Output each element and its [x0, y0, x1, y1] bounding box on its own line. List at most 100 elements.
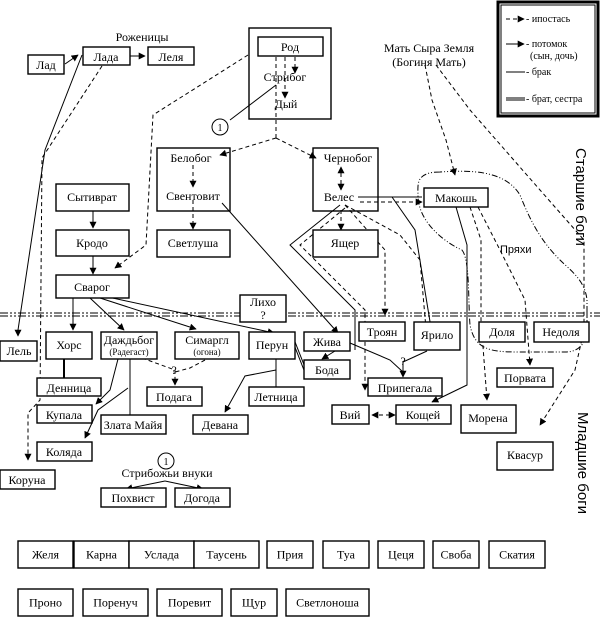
svg-text:Симаргл: Симаргл: [185, 333, 229, 347]
svg-text:- брат, сестра: - брат, сестра: [526, 94, 583, 105]
belobog-group-box: [156, 147, 231, 212]
svg-text:Бода: Бода: [315, 363, 340, 377]
svg-text:Коляда: Коляда: [46, 445, 83, 459]
bottom-node[interactable]: Карна: [73, 540, 130, 569]
bottom-node[interactable]: Поренуч: [82, 588, 149, 617]
node-yarilo[interactable]: Ярило: [413, 321, 461, 351]
svg-text:Коруна: Коруна: [9, 473, 47, 487]
node-dennitsa[interactable]: Денница: [36, 377, 102, 397]
node-kvasur[interactable]: Квасур: [496, 441, 554, 471]
bottom-node[interactable]: Таусень: [193, 540, 260, 569]
svg-text:Леля: Леля: [159, 50, 184, 64]
svg-text:Ярило: Ярило: [421, 328, 453, 342]
svg-text:Хорс: Хорс: [56, 338, 81, 352]
node-dogoda[interactable]: Догода: [174, 487, 231, 508]
svg-text:Купала: Купала: [46, 408, 83, 422]
bottom-node[interactable]: Щур: [230, 588, 278, 617]
edge-lada-lel: [14, 54, 83, 337]
bottom-node[interactable]: Цеця: [377, 540, 425, 569]
node-yascher[interactable]: Ящер: [312, 229, 379, 258]
svg-text:Лихо: Лихо: [250, 295, 276, 309]
node-zlata-maya[interactable]: Злата Майя: [100, 414, 167, 435]
node-krodo[interactable]: Кродо: [55, 229, 130, 257]
node-kupala[interactable]: Купала: [36, 404, 93, 424]
node-lelya[interactable]: Леля: [147, 46, 195, 66]
edge-rod-svarog: [114, 54, 249, 269]
younger-gods-label: Младшие боги: [574, 412, 591, 514]
node-zhiva[interactable]: Жива: [303, 331, 351, 352]
bottom-node[interactable]: Желя: [17, 540, 74, 569]
node-viy[interactable]: Вий: [331, 404, 370, 425]
svg-text:(огона): (огона): [193, 347, 220, 357]
node-svyatovit[interactable]: Свентовит: [166, 189, 221, 203]
node-devana[interactable]: Девана: [192, 414, 249, 435]
bottom-node[interactable]: Светлоноша: [285, 588, 370, 617]
node-dazhbog[interactable]: Даждьбог (Радегаст): [100, 331, 158, 360]
node-nedolya[interactable]: Недоля: [533, 321, 590, 343]
svg-text:- ипостась: - ипостась: [526, 14, 571, 25]
svg-text:Недоля: Недоля: [542, 325, 580, 339]
bottom-node-label: Туа: [337, 548, 356, 562]
legend-item-descendant: - потомок (сын, дочь): [506, 39, 578, 62]
elder-younger-divider: [0, 312, 600, 317]
node-svetlusha[interactable]: Светлуша: [156, 229, 231, 258]
node-kolyada[interactable]: Коляда: [36, 441, 93, 462]
bottom-node[interactable]: Туа: [322, 540, 370, 569]
node-svarog[interactable]: Сварог: [55, 274, 130, 299]
node-khors[interactable]: Хорс: [45, 331, 93, 360]
bottom-node[interactable]: Услада: [128, 540, 195, 569]
node-koschey[interactable]: Кощей: [395, 404, 452, 425]
bottom-node[interactable]: Проно: [17, 588, 74, 617]
svg-text:1: 1: [164, 457, 169, 468]
node-rod[interactable]: Род: [257, 36, 324, 57]
node-troyan[interactable]: Троян: [358, 321, 406, 342]
node-boda[interactable]: Бода: [303, 359, 351, 380]
node-dolya[interactable]: Доля: [478, 321, 526, 343]
node-sytivrat[interactable]: Сытиврат: [55, 183, 130, 212]
node-makosh[interactable]: Макошь: [423, 187, 489, 208]
node-lad[interactable]: Лад: [27, 54, 65, 75]
bottom-node[interactable]: Скатия: [488, 540, 546, 569]
svg-text:Злата Майя: Злата Майя: [104, 418, 163, 432]
bottom-node-label: Прия: [277, 548, 304, 562]
stribog-grandsons-label: Стрибожьи внуки: [122, 466, 214, 480]
svg-text:Догода: Догода: [184, 491, 221, 505]
node-simargl[interactable]: Симаргл (огона): [174, 331, 240, 360]
node-pripegala[interactable]: Припегала: [367, 377, 443, 397]
svg-text:- брак: - брак: [526, 67, 551, 78]
node-stribog[interactable]: Стрибог: [264, 70, 307, 84]
bottom-node-label: Карна: [86, 548, 118, 562]
node-podaga[interactable]: Подага: [146, 386, 203, 407]
chernobog-group-box: [312, 147, 379, 212]
node-chernobog[interactable]: Чернобог: [324, 151, 373, 165]
mother-earth-label: Мать Сыра Земля: [384, 41, 475, 55]
legend-item-marriage: - брак: [506, 67, 551, 78]
node-porvata[interactable]: Порвата: [496, 367, 554, 388]
node-pokhvist[interactable]: Похвист: [100, 487, 167, 508]
node-veles[interactable]: Велес: [324, 190, 354, 204]
svg-text:Сварог: Сварог: [74, 280, 110, 294]
svg-text:Летница: Летница: [254, 390, 298, 404]
bottom-node[interactable]: Своба: [432, 540, 480, 569]
svg-text:Лада: Лада: [94, 50, 120, 64]
bottom-node[interactable]: Поревит: [156, 588, 223, 617]
bottom-node[interactable]: Прия: [266, 540, 314, 569]
node-lel[interactable]: Лель: [0, 340, 38, 362]
svg-text:Кощей: Кощей: [406, 408, 441, 422]
node-morena[interactable]: Морена: [460, 404, 517, 434]
bottom-node-label: Скатия: [499, 548, 535, 562]
node-belobog[interactable]: Белобог: [170, 151, 211, 165]
node-koruna[interactable]: Коруна: [0, 469, 56, 490]
node-letnitsa[interactable]: Летница: [248, 386, 305, 407]
node-lada[interactable]: Лада: [82, 46, 131, 66]
svg-text:Порвата: Порвата: [504, 371, 547, 385]
svg-text:Лад: Лад: [36, 58, 56, 72]
legend-item-hypostasis: - ипостась: [506, 14, 571, 25]
node-dyj[interactable]: Дый: [275, 97, 298, 111]
bottom-node-label: Таусень: [206, 548, 247, 562]
node-likho[interactable]: Лихо ?: [239, 294, 287, 323]
node-perun[interactable]: Перун: [248, 331, 296, 360]
svg-text:Даждьбог: Даждьбог: [104, 333, 154, 347]
bottom-node-label: Проно: [29, 596, 62, 610]
